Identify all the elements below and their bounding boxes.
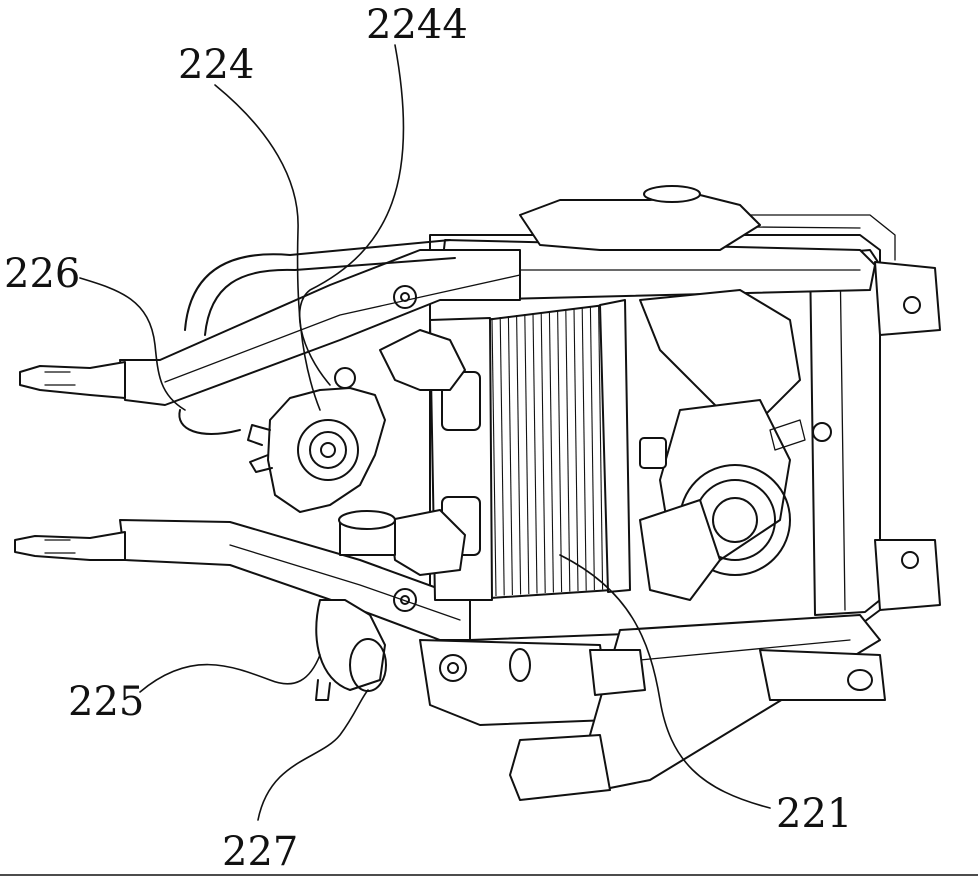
radiator-fin (581, 306, 587, 591)
callout-225: 225 (68, 679, 144, 725)
radiator-cap (247, 367, 386, 513)
filler-neck-brackets (338, 329, 466, 576)
leader-2244 (298, 44, 405, 386)
upper-hose (178, 239, 456, 435)
leader-227 (257, 689, 369, 821)
radiator-fin (589, 305, 595, 591)
callout-2244: 2244 (366, 2, 468, 48)
leader-224 (214, 84, 321, 411)
callout-224: 224 (178, 42, 254, 88)
radiator-fin (507, 315, 513, 596)
radiator-fin (598, 304, 604, 590)
leader-226 (79, 277, 186, 411)
callout-227: 227 (222, 829, 298, 875)
radiator-fin (532, 312, 538, 594)
callout-226: 226 (4, 251, 80, 297)
lower-assembly (315, 599, 886, 801)
radiator-fin (573, 307, 579, 592)
callout-labels: 2244 224 226 225 227 221 (4, 2, 852, 875)
radiator-fin (548, 310, 554, 593)
upper-frame-rail (19, 249, 521, 406)
leader-225 (139, 654, 321, 693)
radiator-fin (557, 309, 563, 593)
radiator-fin (565, 308, 571, 592)
radiator-fin (540, 311, 546, 594)
leader-lines (79, 44, 771, 821)
radiator-fin (524, 313, 530, 595)
radiator-fin (516, 314, 522, 595)
callout-221: 221 (776, 791, 852, 837)
radiator-core (429, 299, 631, 601)
radiator-fin (499, 316, 505, 596)
radiator-fin (491, 317, 497, 597)
pump-assembly (639, 289, 806, 601)
leader-221 (559, 554, 771, 809)
